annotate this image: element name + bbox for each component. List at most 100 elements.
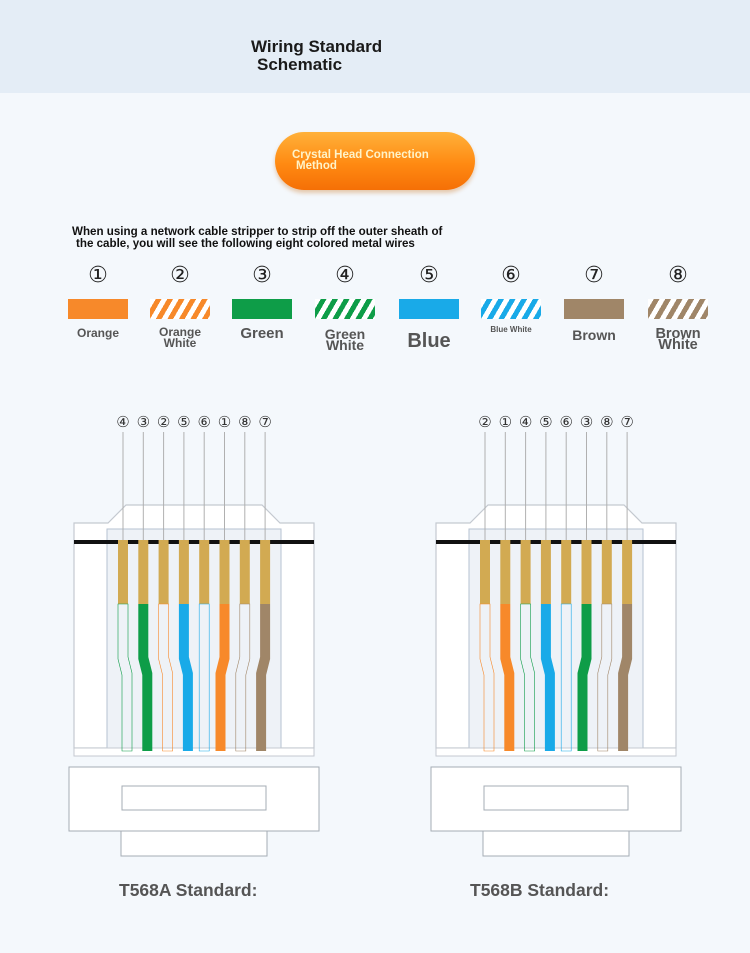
t568a-label: T568A Standard: xyxy=(119,880,258,900)
wire-name: Blue White xyxy=(490,325,532,334)
pin-number-label: ③ xyxy=(580,413,593,431)
wire-swatch-blue xyxy=(399,299,459,319)
retention-bar xyxy=(436,540,676,544)
gold-contact xyxy=(601,540,612,604)
method-line-1: Crystal Head Connection xyxy=(292,149,429,161)
wire-number: ⑧ xyxy=(668,263,688,288)
gold-contact xyxy=(622,540,633,604)
gold-contact xyxy=(199,540,210,604)
wire-strand xyxy=(138,604,153,751)
pin-number-label: ⑤ xyxy=(177,413,190,431)
intro-line-2: the cable, you will see the following ei… xyxy=(76,237,415,250)
method-badge: Crystal Head Connection Method xyxy=(275,132,475,190)
gold-contact xyxy=(138,540,149,604)
wire-number: ① xyxy=(88,263,108,288)
pin-number-label: ⑧ xyxy=(238,413,251,431)
gold-contact xyxy=(260,540,271,604)
intro-line-1: When using a network cable stripper to s… xyxy=(72,225,443,238)
wire-swatch-orange-white xyxy=(150,299,210,319)
pin-number-label: ① xyxy=(499,413,512,431)
gold-contact xyxy=(480,540,490,604)
wire-number: ③ xyxy=(252,263,272,288)
wire-legend-3: ③ Green xyxy=(231,263,293,342)
wire-strand xyxy=(560,603,572,752)
wire-swatch-brown-white xyxy=(648,299,708,319)
wire-name: Blue xyxy=(407,330,451,352)
wire-legend-6: ⑥ Blue White xyxy=(480,263,542,336)
pin-number-label: ⑦ xyxy=(258,413,271,431)
gold-contact xyxy=(158,540,169,604)
wire-swatch-orange xyxy=(68,299,128,319)
pin-number-label: ⑥ xyxy=(559,413,572,431)
wire-name: Brown xyxy=(572,327,616,343)
wire-strand xyxy=(540,604,555,751)
housing-lip xyxy=(73,747,315,757)
gold-contact xyxy=(500,540,511,604)
wire-name: Orange xyxy=(76,326,119,340)
wire-name: Green xyxy=(240,325,284,342)
contact-panel xyxy=(106,528,282,756)
pin-number-label: ② xyxy=(478,413,491,431)
wire-number: ⑥ xyxy=(501,263,521,288)
wire-strand xyxy=(235,603,251,752)
wire-strand xyxy=(618,604,633,751)
cable-stub xyxy=(482,830,630,857)
title-line-1: Wiring Standard xyxy=(251,37,383,56)
pin-number-label: ④ xyxy=(116,413,129,431)
retention-bar xyxy=(74,540,314,544)
pin-number-label: ③ xyxy=(137,413,150,431)
wire-strand xyxy=(215,604,230,751)
wire-strand xyxy=(479,603,495,752)
wire-strand xyxy=(198,603,210,752)
wire-strand xyxy=(158,603,173,752)
pin-number-label: ⑧ xyxy=(600,413,613,431)
method-line-2: Method xyxy=(296,160,337,172)
pin-number-label: ⑤ xyxy=(539,413,552,431)
wire-number: ④ xyxy=(335,263,355,288)
housing-lip xyxy=(435,747,677,757)
boot-window xyxy=(483,785,629,811)
wire-swatch-green-white xyxy=(315,299,375,319)
page-title: Wiring Standard Schematic xyxy=(251,38,382,74)
wire-number: ⑤ xyxy=(419,263,439,288)
gold-contact xyxy=(581,540,592,604)
wire-strand xyxy=(117,603,133,752)
cable-stub xyxy=(120,830,268,857)
gold-contact xyxy=(219,540,230,604)
wire-number: ⑦ xyxy=(584,263,604,288)
wire-swatch-blue-white xyxy=(481,299,541,319)
boot-window xyxy=(121,785,267,811)
pin-number-label: ⑦ xyxy=(620,413,633,431)
gold-contact xyxy=(540,540,551,604)
pin-number-label: ⑥ xyxy=(197,413,210,431)
wire-strand xyxy=(500,604,515,751)
wire-swatch-brown xyxy=(564,299,624,319)
wire-swatch-green xyxy=(232,299,292,319)
wire-strand xyxy=(597,603,613,752)
pin-number-label: ① xyxy=(218,413,231,431)
gold-contact xyxy=(520,540,531,604)
wire-legend-7: ⑦ Brown xyxy=(563,263,625,343)
contact-panel xyxy=(468,528,644,756)
pin-number-label: ④ xyxy=(519,413,532,431)
wire-legend-5: ⑤ Blue xyxy=(398,263,460,351)
wire-legend-1: ① Orange xyxy=(67,263,129,339)
wire-number: ② xyxy=(170,263,190,288)
title-line-2: Schematic xyxy=(257,55,343,74)
wire-strand xyxy=(178,604,193,751)
wire-strand xyxy=(577,604,592,751)
gold-contact xyxy=(239,540,250,604)
gold-contact xyxy=(178,540,189,604)
gold-contact xyxy=(561,540,572,604)
t568b-label: T568B Standard: xyxy=(470,880,610,900)
header-band xyxy=(0,0,750,93)
pin-number-label: ② xyxy=(157,413,170,431)
